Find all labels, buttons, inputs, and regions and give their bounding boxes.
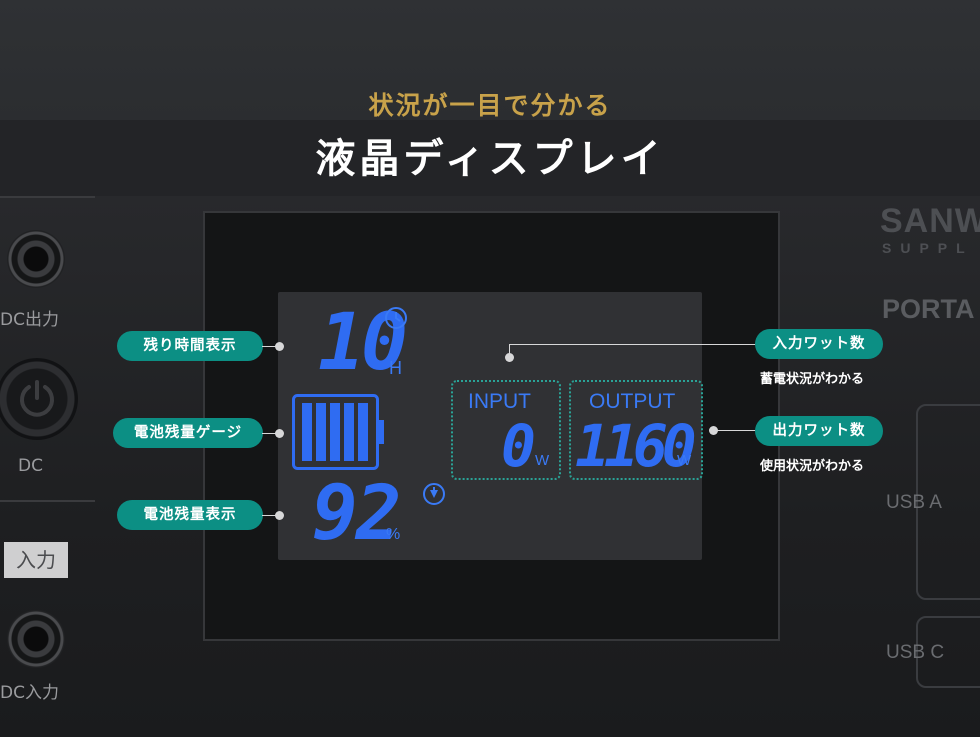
input-tag: 入力 <box>4 542 68 578</box>
leader-dot <box>275 429 284 438</box>
dc-label: DC <box>18 456 43 476</box>
leader-dot <box>505 353 514 362</box>
dc-out-port <box>7 230 65 288</box>
input-watts-box: INPUT 0 W <box>451 380 561 480</box>
battery-gauge-bar <box>316 403 326 461</box>
battery-gauge-bars <box>302 403 368 461</box>
clock-icon <box>385 307 407 329</box>
leader-dot <box>275 342 284 351</box>
divider <box>0 196 95 198</box>
remaining-time-digits: 10 <box>318 298 408 388</box>
page-title: 液晶ディスプレイ <box>315 136 665 182</box>
callout-output-watts: 出力ワット数 <box>755 416 883 446</box>
subtitle: 状況が一目で分かる <box>368 91 612 120</box>
battery-percent-digits: 92 <box>312 468 402 557</box>
charging-plug-icon <box>423 483 445 505</box>
time-unit: H <box>389 358 402 378</box>
callout-battery-percent: 電池残量表示 <box>117 500 263 530</box>
brand-logo-sub: SUPPL <box>882 240 974 256</box>
battery-gauge-bar <box>344 403 354 461</box>
input-label: INPUT <box>468 390 531 413</box>
battery-gauge-bar <box>302 403 312 461</box>
power-button <box>0 358 78 440</box>
leader-line <box>509 344 510 356</box>
leader-dot <box>709 426 718 435</box>
input-watts-unit: W <box>535 452 550 469</box>
percent-unit: % <box>386 526 401 543</box>
hero-band <box>0 120 980 200</box>
callout-battery-gauge: 電池残量ゲージ <box>113 418 263 448</box>
output-watts-box: OUTPUT 1160 W <box>569 380 703 480</box>
leader-line <box>716 430 757 431</box>
power-icon <box>20 380 54 417</box>
battery-gauge-bar <box>358 403 368 461</box>
output-label: OUTPUT <box>589 390 676 413</box>
usb-a-label: USB A <box>886 492 942 513</box>
product-name: PORTA <box>882 294 975 324</box>
leader-line <box>262 515 278 516</box>
callout-input-watts: 入力ワット数 <box>755 329 883 359</box>
output-watts-digits: 1160 <box>575 412 697 480</box>
dc-in-label: DC入力 <box>0 683 59 703</box>
leader-line <box>262 433 278 434</box>
dc-out-label: DC出力 <box>0 310 59 330</box>
leader-line <box>509 344 757 345</box>
usb-c-port-area <box>916 616 980 688</box>
dc-in-port <box>7 610 65 668</box>
callout-remaining-time: 残り時間表示 <box>117 331 263 361</box>
brand-logo: SANW <box>880 202 980 240</box>
usb-a-port-area <box>916 404 980 600</box>
hero-header <box>0 0 980 200</box>
output-caption: 使用状況がわかる <box>760 459 865 474</box>
usb-c-label: USB C <box>886 642 945 663</box>
lcd-screen: 10 H 92 % <box>278 292 702 560</box>
output-watts-unit: W <box>677 452 692 469</box>
input-caption: 蓄電状況がわかる <box>760 372 865 387</box>
battery-icon <box>292 394 384 470</box>
divider <box>0 500 95 502</box>
leader-line <box>262 346 278 347</box>
leader-dot <box>275 511 284 520</box>
battery-gauge-bar <box>330 403 340 461</box>
input-watts-digits: 0 <box>501 412 536 480</box>
